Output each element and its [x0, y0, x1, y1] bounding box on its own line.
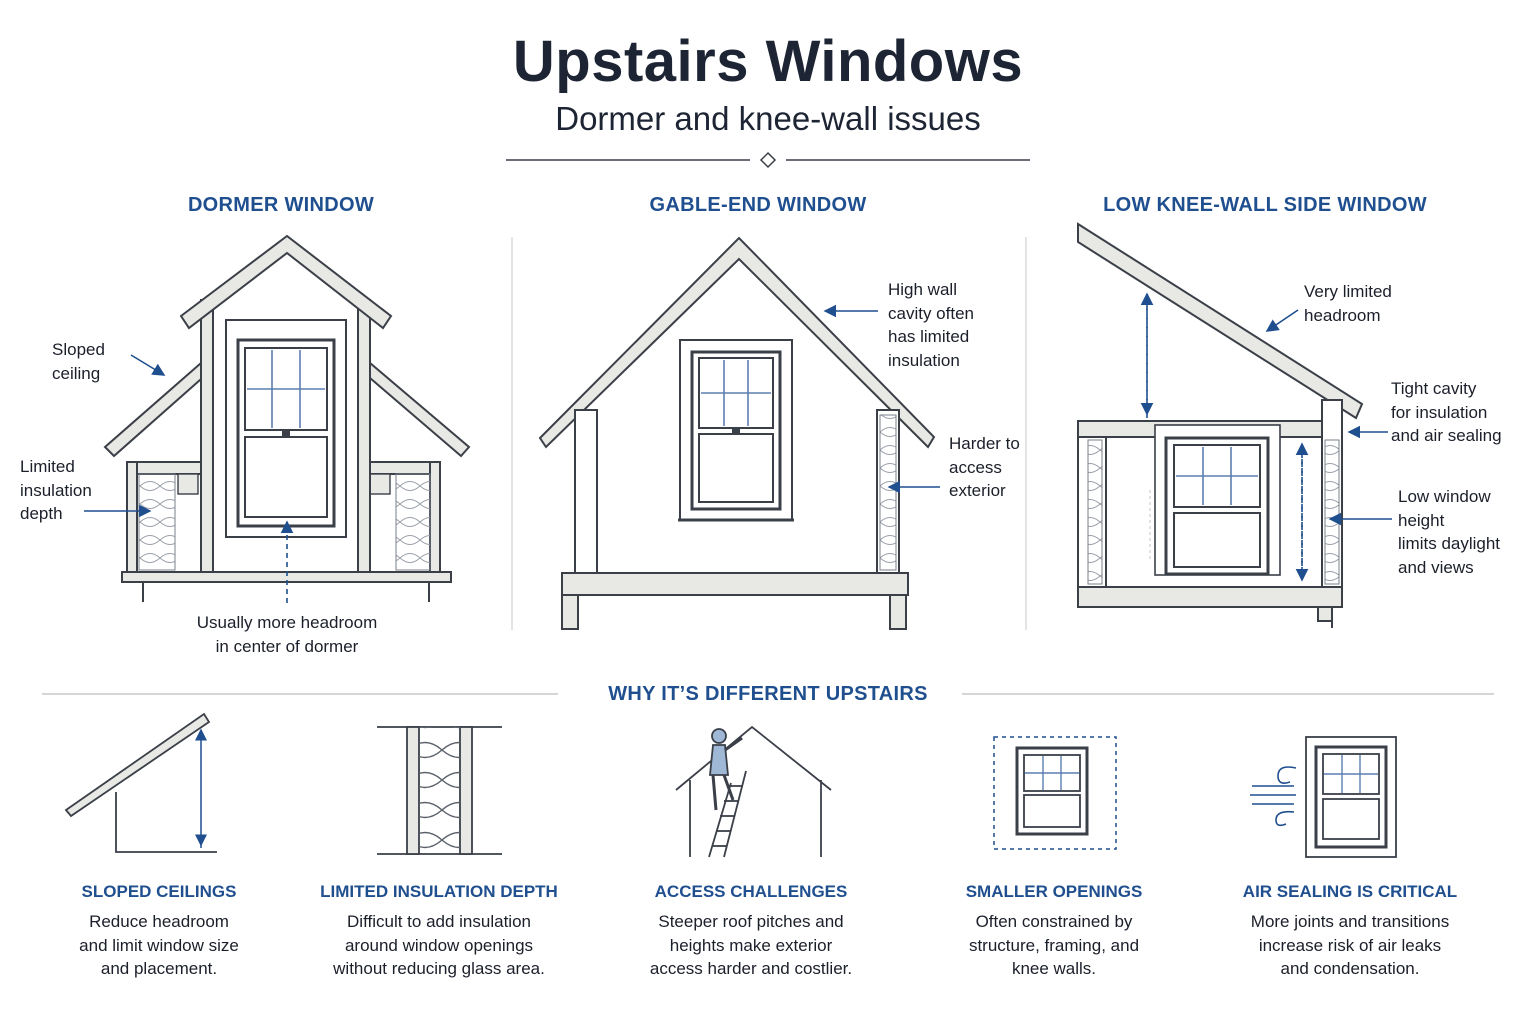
feature-title-access: ACCESS CHALLENGES: [654, 882, 848, 901]
feature-title-openings: SMALLER OPENINGS: [965, 882, 1143, 901]
page-subtitle: Dormer and knee-wall issues: [555, 100, 981, 137]
kneewall-drawing: [1077, 222, 1364, 628]
feature-title-sloped: SLOPED CEILINGS: [81, 882, 237, 901]
kneewall-title: LOW KNEE-WALL SIDE WINDOW: [1103, 194, 1427, 216]
feature-desc-air-sealing: More joints and transitions increase ris…: [1250, 912, 1450, 978]
insulation-icon: [377, 726, 502, 855]
tight-cavity-label: Tight cavity for insulation and air seal…: [1391, 379, 1502, 445]
very-limited-headroom-label: Very limited headroom: [1304, 282, 1392, 325]
dormer-drawing: [103, 234, 471, 602]
high-wall-label: High wall cavity often has limited insul…: [888, 280, 974, 370]
gable-title: GABLE-END WINDOW: [649, 194, 867, 216]
feature-desc-sloped: Reduce headroom and limit window size an…: [79, 912, 239, 978]
header-divider: [506, 151, 1030, 169]
air-sealing-icon: [1250, 736, 1397, 858]
gable-drawing: [538, 236, 936, 630]
feature-desc-insulation: Difficult to add insulation around windo…: [333, 912, 545, 978]
limited-headroom-arrow: [1265, 309, 1299, 332]
page-title: Upstairs Windows: [512, 29, 1024, 94]
low-window-height-label: Low window height limits daylight and vi…: [1398, 487, 1501, 577]
feature-title-insulation: LIMITED INSULATION DEPTH: [320, 882, 558, 901]
feature-desc-openings: Often constrained by structure, framing,…: [968, 912, 1140, 978]
why-title: WHY IT’S DIFFERENT UPSTAIRS: [608, 683, 928, 705]
harder-access-label: Harder to access exterior: [949, 434, 1020, 500]
sloped-ceiling-icon: [64, 712, 217, 853]
sloped-ceiling-arrow: [130, 354, 166, 376]
smaller-opening-icon: [993, 736, 1117, 850]
dormer-headroom-label: Usually more headroom in center of dorme…: [196, 613, 378, 656]
dormer-title: DORMER WINDOW: [187, 194, 375, 216]
limited-insulation-label: Limited insulation depth: [20, 457, 92, 523]
sloped-ceiling-label: Sloped ceiling: [52, 340, 105, 383]
ladder-person-icon: [675, 725, 832, 858]
feature-title-air-sealing: AIR SEALING IS CRITICAL: [1242, 882, 1458, 901]
feature-desc-access: Steeper roof pitches and heights make ex…: [649, 912, 853, 978]
